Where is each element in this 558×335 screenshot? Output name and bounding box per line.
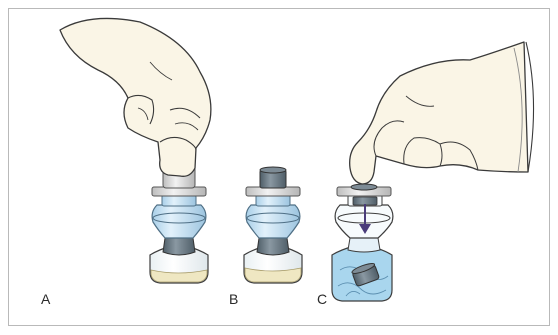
panel-c	[332, 42, 534, 301]
vial-a	[150, 164, 208, 283]
panel-label-c: C	[317, 291, 327, 307]
panel-label-b: B	[229, 291, 238, 307]
vial-c	[332, 184, 393, 301]
panel-a	[60, 18, 211, 283]
panel-label-a: A	[41, 291, 50, 307]
hand-pressing-cap-icon	[60, 18, 211, 176]
finger-pressing-plunger-icon	[350, 42, 534, 184]
panel-b	[244, 167, 302, 283]
vial-b	[244, 167, 302, 283]
